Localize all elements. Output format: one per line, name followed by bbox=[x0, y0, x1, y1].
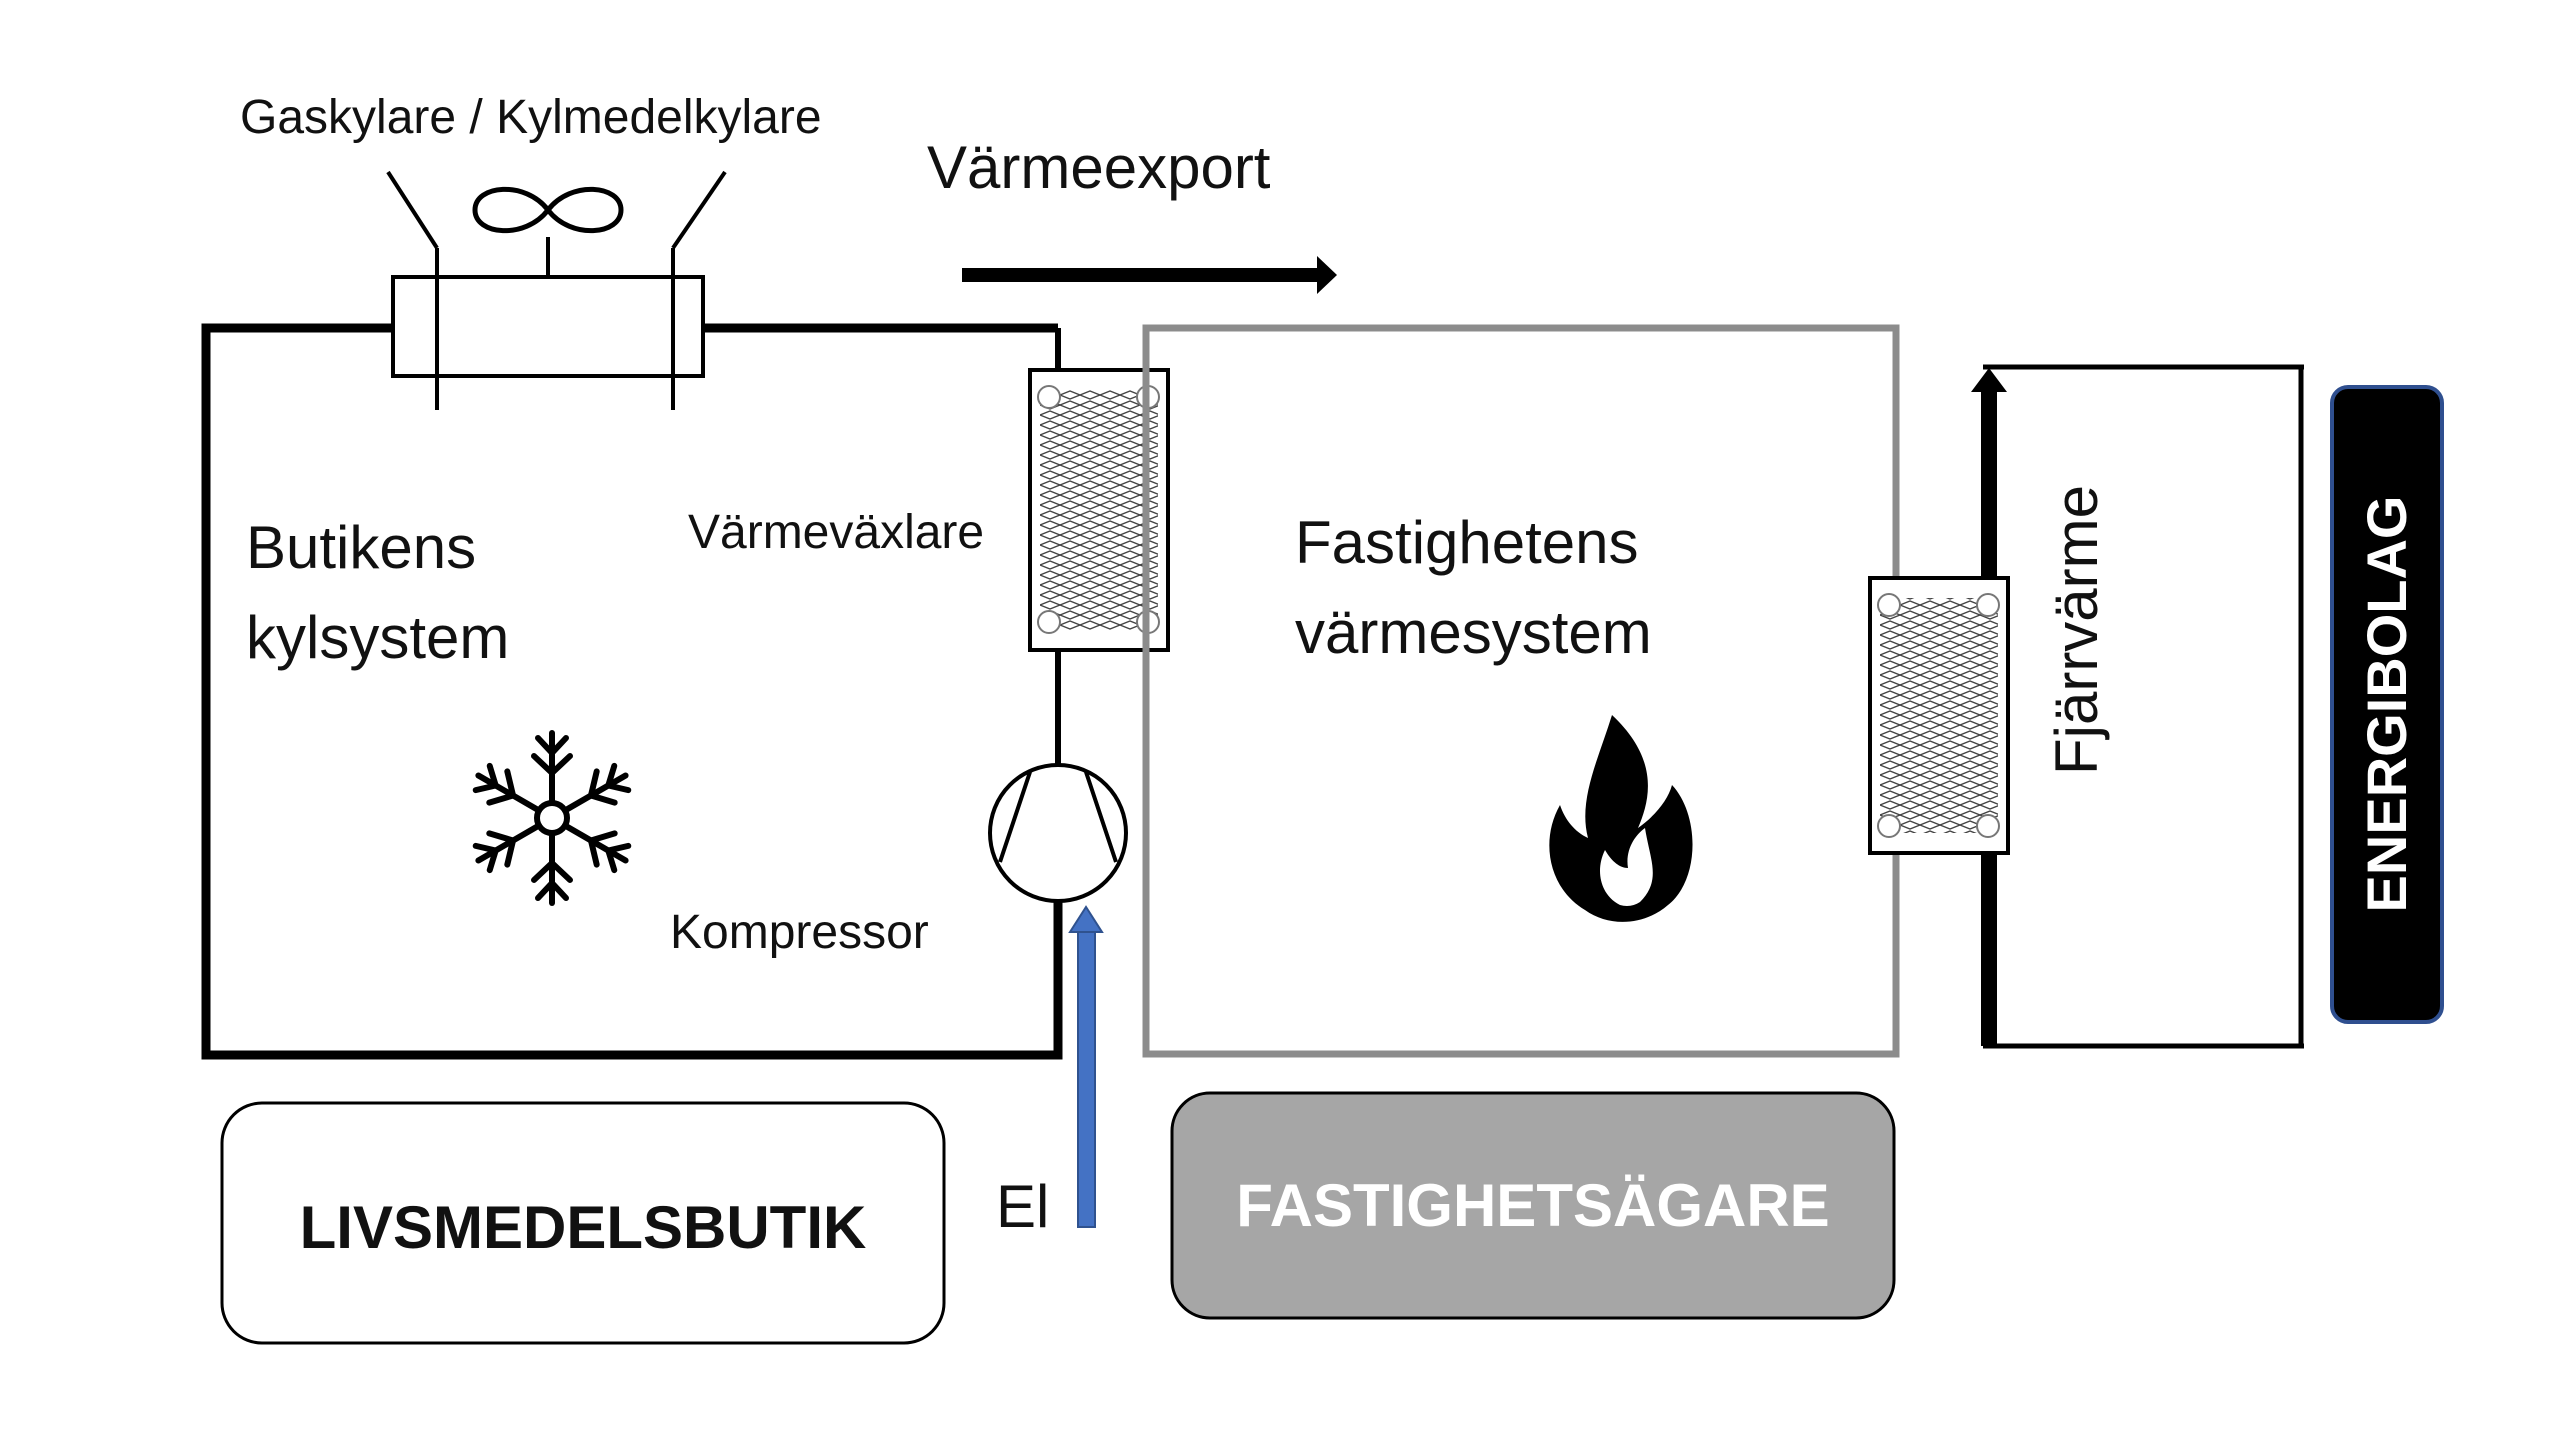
compressor-icon bbox=[988, 763, 1128, 903]
fan-icon bbox=[472, 186, 624, 234]
electricity-arrow bbox=[1068, 905, 1104, 1228]
grocery-store-label: LIVSMEDELSBUTIK bbox=[300, 1194, 867, 1261]
property-owner-box: FASTIGHETSÄGARE bbox=[1170, 1091, 1896, 1320]
district-heating-loop bbox=[1971, 364, 2304, 1049]
grocery-store-box: LIVSMEDELSBUTIK bbox=[220, 1101, 946, 1345]
heat-export-arrow bbox=[962, 256, 1337, 294]
energy-company-label: ENERGIBOLAG bbox=[2355, 496, 2418, 913]
property-heating-system bbox=[1142, 324, 1900, 1058]
electricity-label: El bbox=[996, 1173, 1049, 1240]
gas-cooler-label: Gaskylare / Kylmedelkylare bbox=[240, 91, 822, 144]
heat-export-label: Värmeexport bbox=[927, 134, 1271, 201]
flame-icon bbox=[1549, 715, 1693, 922]
property-system-label-line2: värmesystem bbox=[1295, 599, 1652, 666]
heat-exchanger-label: Värmeväxlare bbox=[688, 506, 984, 559]
store-cooling-system bbox=[201, 323, 1063, 1060]
property-owner-label: FASTIGHETSÄGARE bbox=[1236, 1172, 1829, 1239]
property-system-label-line1: Fastighetens bbox=[1295, 509, 1639, 576]
store-system-label-line1: Butikens bbox=[246, 514, 476, 581]
compressor-label: Kompressor bbox=[670, 906, 929, 959]
district-heating-label: Fjärrvärme bbox=[2043, 485, 2110, 775]
district-heat-exchanger-icon bbox=[1868, 576, 2010, 855]
store-system-label-line2: kylsystem bbox=[246, 604, 509, 671]
gas-cooler bbox=[386, 170, 727, 410]
snowflake-icon bbox=[472, 730, 632, 906]
energy-company-box: ENERGIBOLAG bbox=[2330, 385, 2444, 1024]
